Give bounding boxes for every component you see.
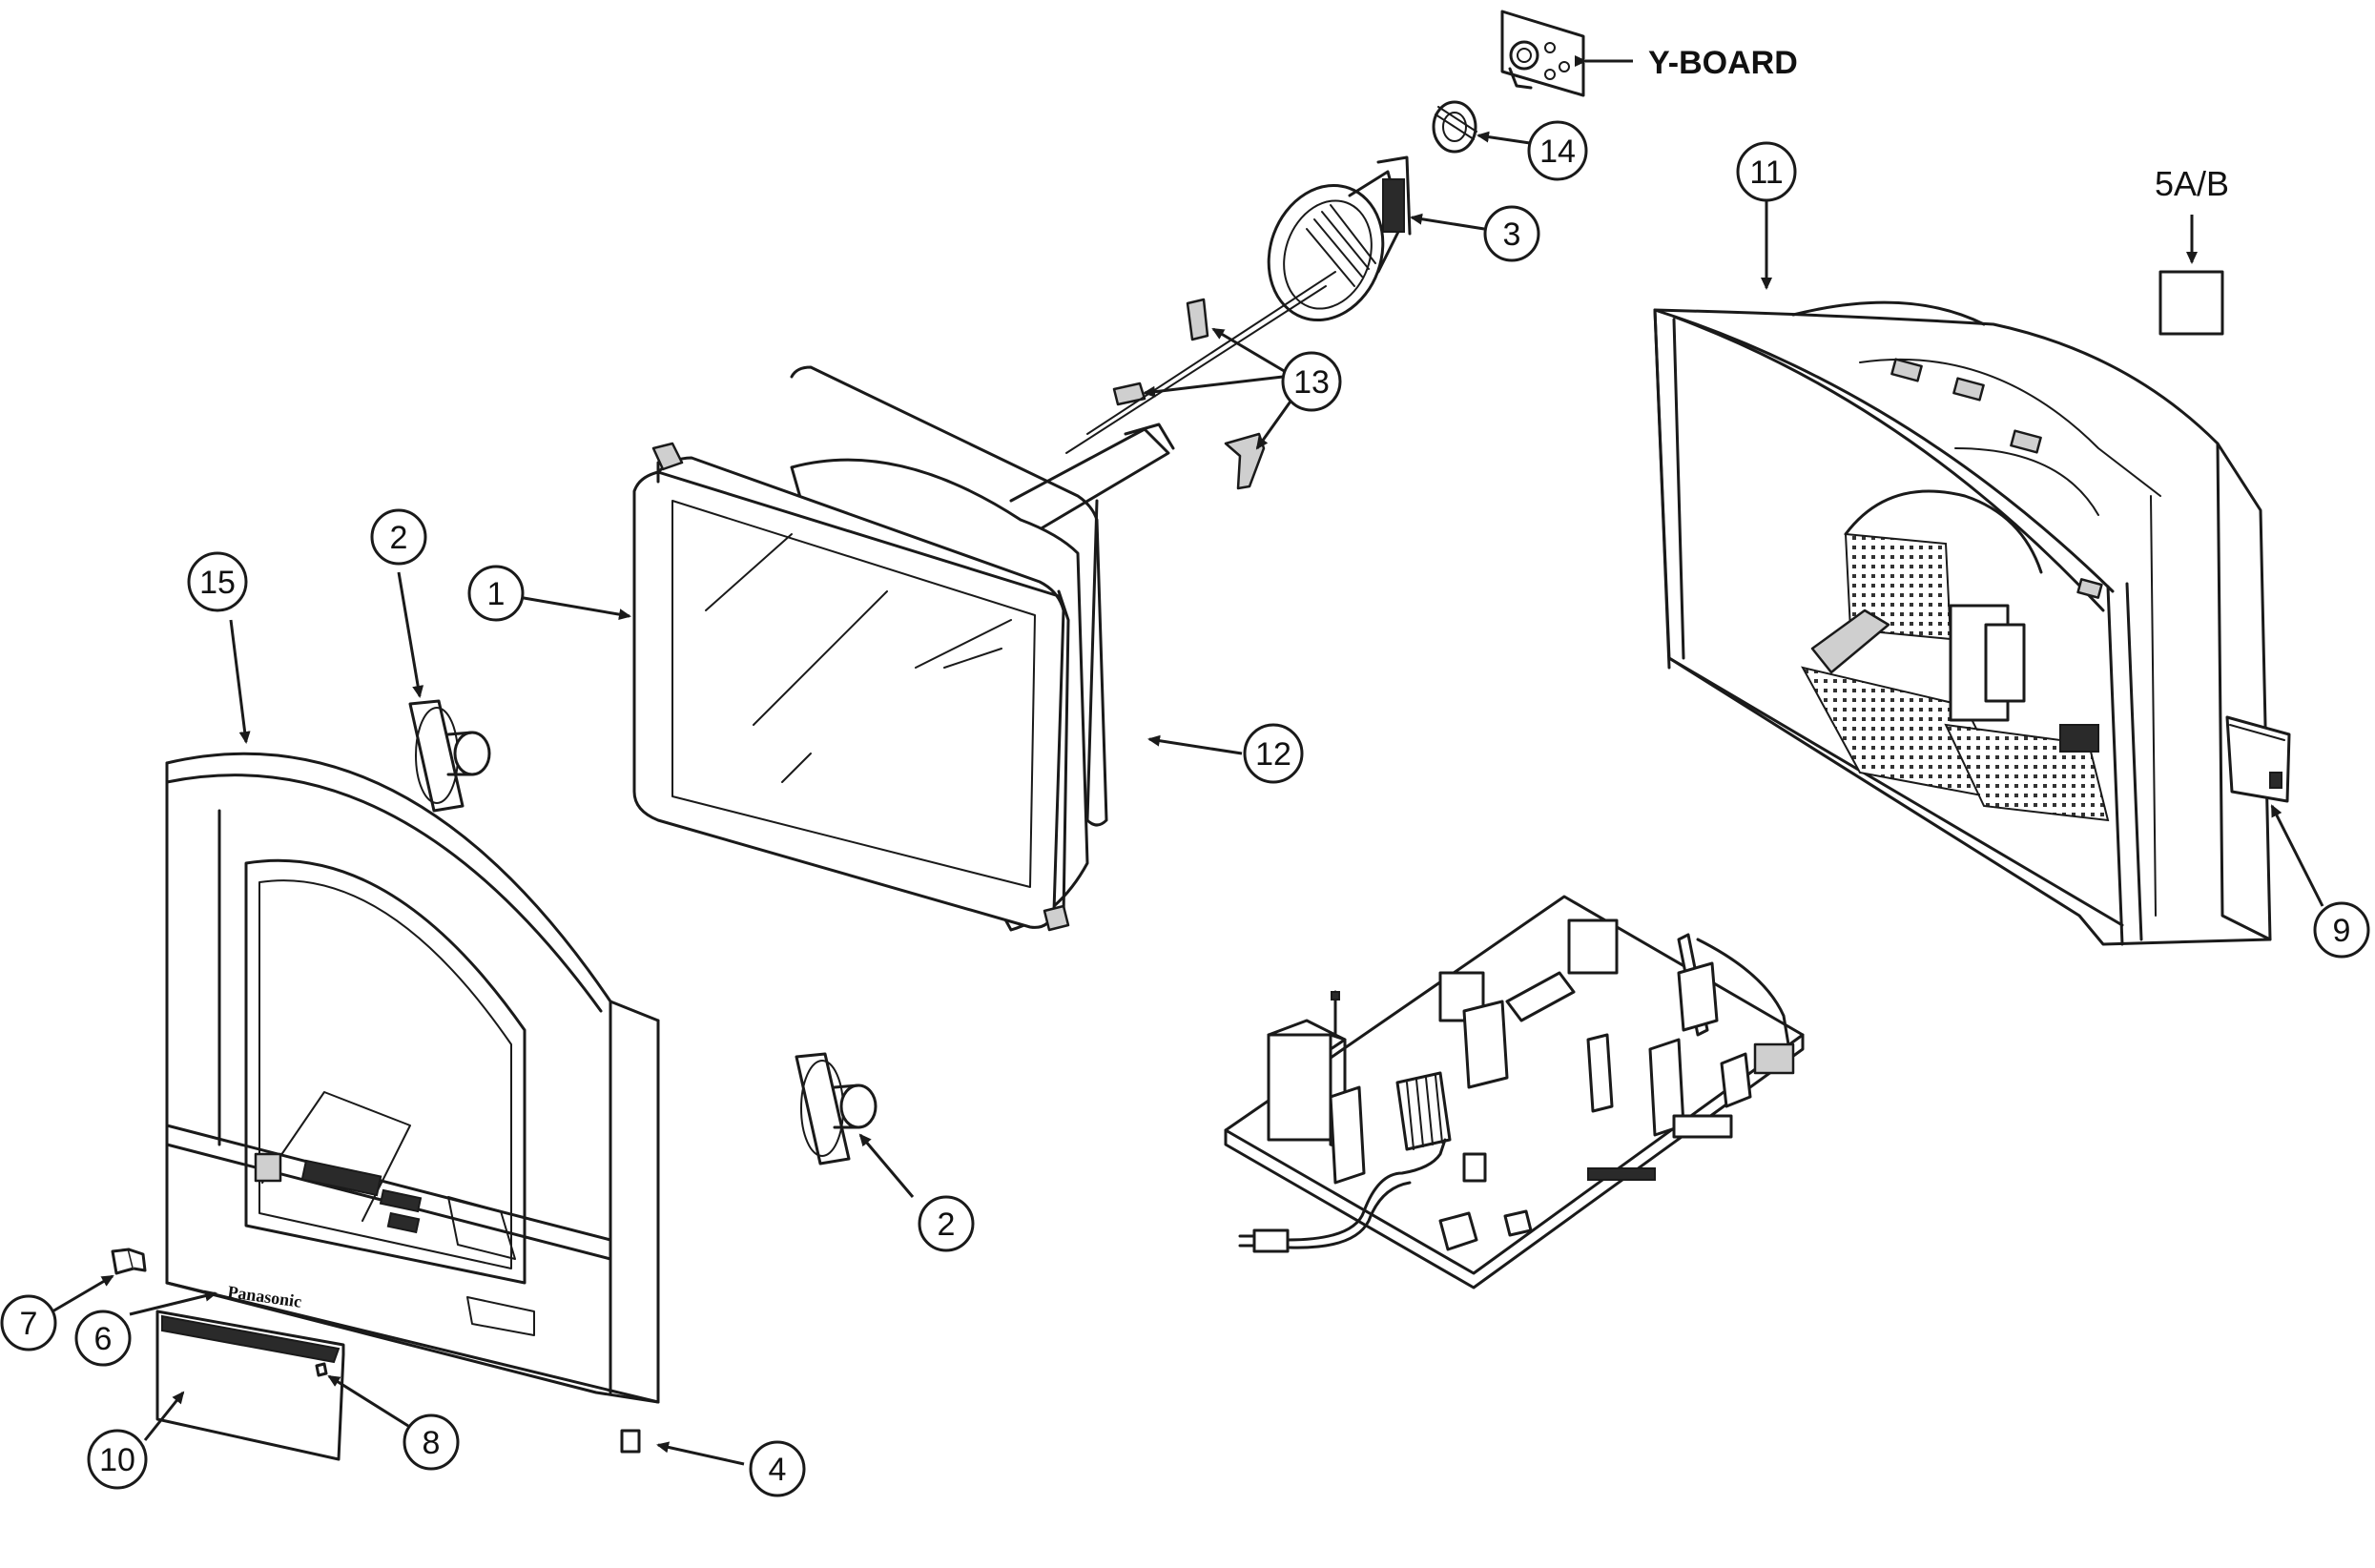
speaker-left [408, 699, 491, 813]
callout-2-bottom: 2 [918, 1195, 975, 1252]
label-5ab [2158, 270, 2224, 336]
callout-15: 15 [187, 551, 248, 612]
svg-text:1: 1 [487, 576, 506, 612]
leader-lines [52, 55, 2324, 1466]
y-board-label: Y-BOARD [1648, 45, 1798, 81]
svg-text:14: 14 [1539, 134, 1576, 170]
svg-text:15: 15 [199, 565, 236, 601]
door-panel [155, 1310, 345, 1461]
convergence-magnet [1432, 100, 1477, 154]
callout-1: 1 [467, 565, 525, 622]
svg-text:2: 2 [390, 520, 408, 556]
power-button [111, 1248, 147, 1275]
svg-text:13: 13 [1293, 364, 1330, 401]
callout-12: 12 [1243, 723, 1304, 784]
svg-text:8: 8 [423, 1425, 441, 1461]
callout-10: 10 [87, 1429, 148, 1490]
callout-6: 6 [74, 1310, 132, 1367]
callout-9: 9 [2313, 901, 2370, 959]
y-board [1500, 10, 1585, 97]
svg-text:2: 2 [938, 1207, 956, 1243]
callout-13: 13 [1281, 351, 1342, 412]
svg-text:3: 3 [1503, 217, 1521, 253]
svg-text:9: 9 [2333, 913, 2351, 949]
callout-2-top: 2 [370, 508, 427, 566]
svg-text:7: 7 [20, 1306, 38, 1342]
callout-11: 11 [1736, 141, 1797, 202]
front-cabinet [165, 752, 660, 1404]
indicator-lens [315, 1362, 328, 1377]
callout-7: 7 [0, 1294, 57, 1351]
back-cabinet [1653, 300, 2272, 946]
callout-4: 4 [749, 1440, 806, 1497]
svg-text:4: 4 [769, 1452, 787, 1488]
deflection-yoke [1267, 155, 1412, 322]
main-chassis-board [1224, 895, 1805, 1289]
label-5ab-text: 5A/B [2155, 164, 2229, 203]
svg-text:12: 12 [1255, 736, 1291, 773]
callout-8: 8 [403, 1413, 460, 1471]
badge-4 [620, 1429, 641, 1454]
callout-14: 14 [1527, 120, 1588, 181]
speaker-right [795, 1052, 878, 1166]
svg-text:11: 11 [1749, 155, 1783, 191]
callout-3: 3 [1483, 205, 1540, 262]
svg-text:6: 6 [94, 1321, 113, 1357]
wedges [1112, 298, 1266, 490]
rear-cover [2225, 715, 2291, 803]
svg-text:10: 10 [99, 1442, 135, 1478]
picture-tube [632, 365, 1175, 932]
